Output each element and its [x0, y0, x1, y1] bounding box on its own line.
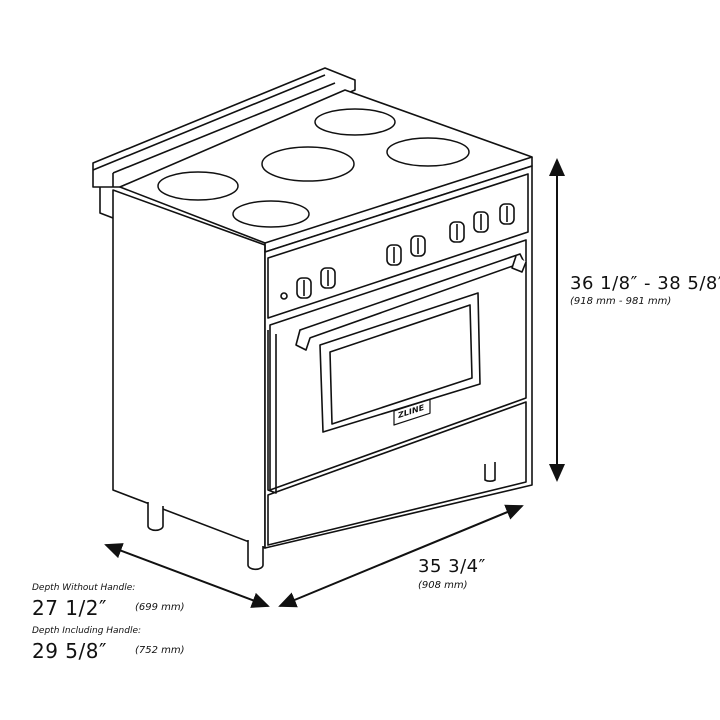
bottom-drawer — [267, 401, 527, 546]
depth-including-handle-imperial: 29 5/8″ — [32, 639, 107, 663]
width-dimension-arrow — [278, 504, 524, 608]
depth-without-handle-imperial: 27 1/2″ — [32, 596, 107, 620]
knob — [320, 267, 336, 289]
oven-handle[interactable] — [295, 253, 527, 351]
burner-right — [386, 137, 470, 167]
burner-back — [314, 108, 396, 136]
width-metric: (908 mm) — [418, 580, 468, 591]
burners — [157, 108, 470, 228]
oven-door[interactable] — [269, 239, 527, 491]
burner-center — [261, 146, 355, 182]
width-imperial: 35 3/4″ — [418, 556, 486, 577]
knob — [410, 235, 426, 257]
depth-without-handle-label: Depth Without Handle: — [32, 583, 136, 593]
depth-without-handle-metric: (699 mm) — [135, 602, 185, 613]
depth-including-handle-label: Depth Including Handle: — [32, 626, 142, 636]
knob — [296, 277, 312, 299]
knob — [449, 221, 465, 243]
back-rail — [92, 67, 356, 188]
burner-front-center — [232, 200, 310, 228]
indicator-light — [280, 292, 288, 300]
zline-logo — [393, 398, 431, 426]
height-imperial: 36 1/8″ - 38 5/8″ — [570, 273, 720, 294]
oven-window — [319, 292, 481, 433]
control-panel — [267, 173, 529, 319]
height-metric: (918 mm - 981 mm) — [570, 296, 672, 307]
side-panel — [112, 189, 266, 549]
knob — [473, 211, 489, 233]
knobs[interactable] — [296, 203, 515, 299]
knob — [386, 244, 402, 266]
burner-front-left — [157, 171, 239, 201]
depth-including-handle-metric: (752 mm) — [135, 645, 185, 656]
knob — [499, 203, 515, 225]
depth-dimension-arrow — [104, 543, 270, 608]
